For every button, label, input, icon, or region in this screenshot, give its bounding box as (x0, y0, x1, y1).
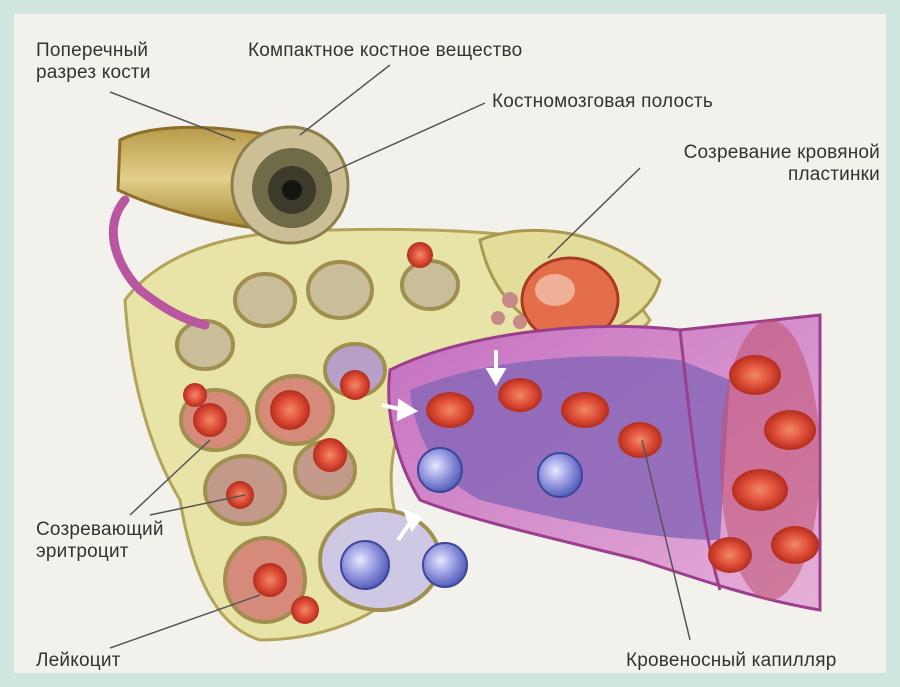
erythrocyte-label-line-2: эритроцит (36, 541, 164, 563)
cross-section-label: Поперечный разрез кости (36, 40, 151, 84)
leukocyte-label: Лейкоцит (36, 650, 121, 672)
compact-bone-label: Компактное костное вещество (248, 40, 522, 62)
platelet-maturation-label: Созревание кровяной пластинки (630, 142, 880, 186)
erythrocyte-label-line-1: Созревающий (36, 519, 164, 541)
cross-section-label-line-1: Поперечный (36, 40, 151, 62)
capillary-label: Кровеносный капилляр (626, 650, 836, 672)
bone-shaft (118, 127, 348, 243)
marrow-cavity-label: Костномозговая полость (492, 91, 713, 113)
erythrocyte-label: Созревающий эритроцит (36, 519, 164, 563)
platelet-label-line-1: Созревание кровяной (630, 142, 880, 164)
cross-section-label-line-2: разрез кости (36, 62, 151, 84)
platelet-label-line-2: пластинки (630, 164, 880, 186)
